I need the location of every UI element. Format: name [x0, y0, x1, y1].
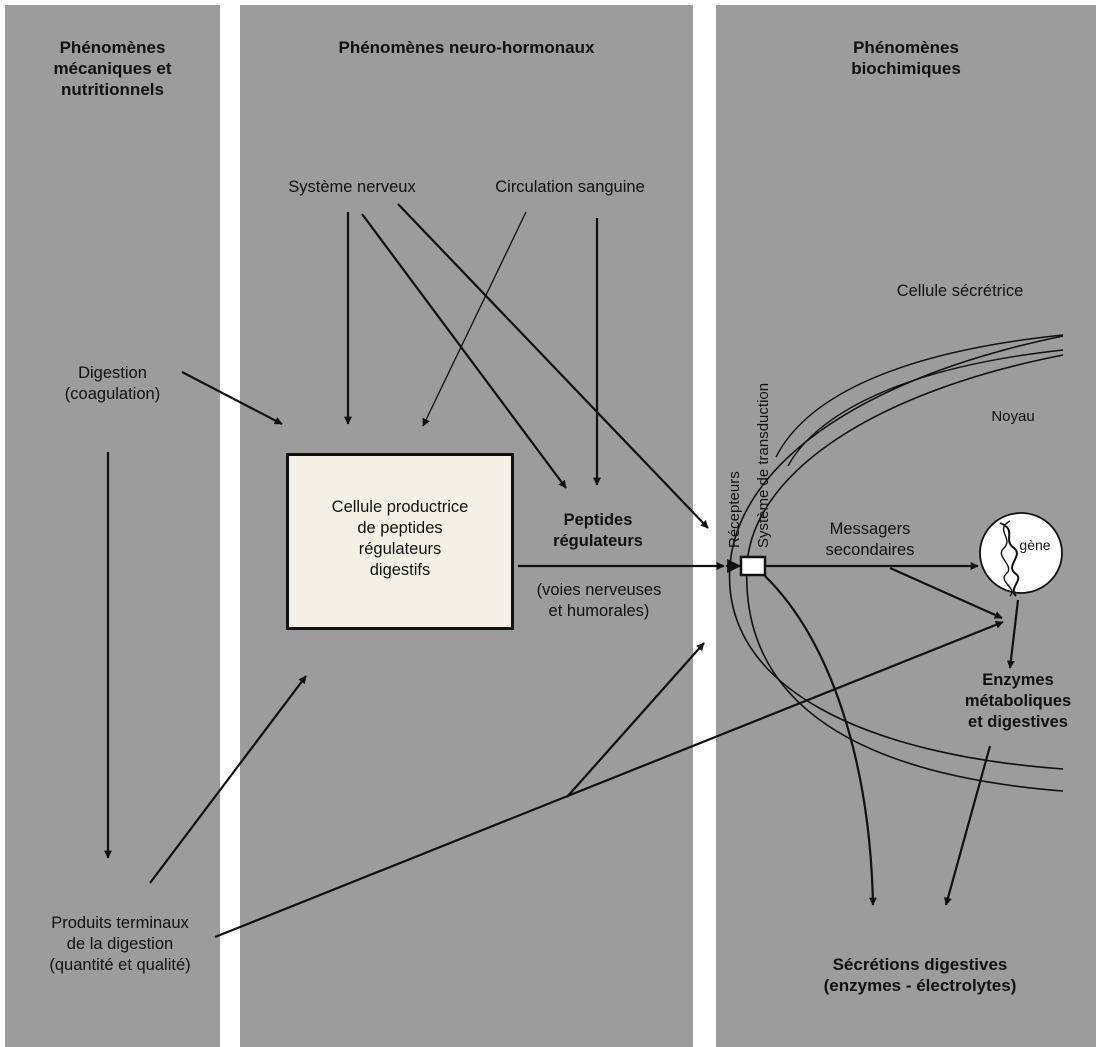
productive-cell-box: [286, 453, 514, 630]
column-title-right: Phénomènes biochimiques: [851, 38, 961, 78]
label-recepteurs: Récepteurs: [726, 471, 743, 548]
label-voies: (voies nerveuses et humorales): [536, 581, 662, 620]
arrow-gene-to-enzymes: [1006, 599, 1020, 669]
label-cellule-secretrice: Cellule sécrétrice: [896, 282, 1024, 300]
arrow-enzymes-to-secretions: [944, 745, 992, 906]
dna-icon: [999, 522, 1020, 597]
arrow-branch-to-receptors: [566, 642, 705, 798]
label-messagers-secondaires: Messagers secondaires: [825, 520, 915, 559]
nucleus-membrane-2: [787, 349, 1064, 467]
label-cellule-productrice: Cellule productrice de peptides régulate…: [331, 498, 469, 579]
arrow-digestion-to-cell: [181, 371, 283, 425]
label-enzymes: Enzymes métaboliques et digestives: [964, 671, 1072, 731]
arrow-receptor-to-secretions: [764, 575, 877, 906]
arrow-messagers-to-enzymes: [889, 566, 1003, 620]
receptor-square: [739, 555, 767, 577]
label-systeme-nerveux: Système nerveux: [288, 178, 416, 196]
label-systeme-transduction: Système de transduction: [755, 382, 772, 548]
label-produits-terminaux: Produits terminaux de la digestion (quan…: [49, 914, 191, 974]
nucleus-membrane-1: [775, 334, 1064, 458]
label-peptides-regulateurs: Peptides régulateurs: [553, 511, 643, 550]
gene-circle: [979, 512, 1063, 594]
column-mechanical: [5, 5, 220, 1047]
column-title-middle: Phénomènes neuro-hormonaux: [338, 38, 595, 57]
label-noyau: Noyau: [991, 408, 1035, 425]
label-circulation-sanguine: Circulation sanguine: [495, 178, 645, 196]
arrow-circulation-to-cell: [422, 211, 527, 427]
arrow-nerveux-to-peptides: [361, 213, 567, 489]
arrow-produits-to-cell: [149, 675, 307, 884]
label-gene: gène: [1019, 537, 1051, 553]
label-digestion: Digestion (coagulation): [64, 364, 161, 403]
label-secretions-digestives: Sécrétions digestives (enzymes - électro…: [823, 955, 1017, 995]
column-title-left: Phénomènes mécaniques et nutritionnels: [53, 38, 172, 99]
arrow-nerveux-to-receptors: [397, 203, 709, 529]
arrow-produits-to-enzymes: [214, 620, 1004, 939]
